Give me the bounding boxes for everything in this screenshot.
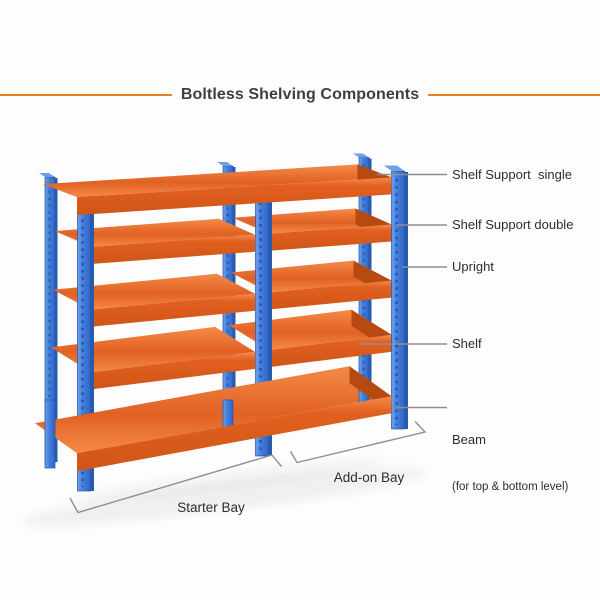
upright-front-right xyxy=(384,165,408,430)
label-upright: Upright xyxy=(452,259,494,274)
dimension-brackets xyxy=(69,421,427,514)
title-rule-right xyxy=(428,94,600,96)
shelf-level-4-starter-bay xyxy=(55,218,255,264)
leader-lines xyxy=(358,173,447,409)
shelf-level-4 xyxy=(55,208,392,264)
label-beam-title: Beam xyxy=(452,431,486,447)
label-starter-bay: Starter Bay xyxy=(177,500,245,515)
shelf-level-2 xyxy=(51,309,392,390)
page-title: Boltless Shelving Components xyxy=(180,86,420,103)
label-beam-note: (for top & bottom level) xyxy=(452,480,569,493)
shelf-level-5-top-beam xyxy=(43,164,392,216)
starter-bay-bracket xyxy=(69,454,283,514)
shelf-level-4-addon-bay xyxy=(233,208,392,251)
label-shelf-support-double: Shelf Support double xyxy=(452,217,574,232)
addon-bay-bracket xyxy=(289,421,427,464)
label-shelf-support-single: Shelf Support single xyxy=(452,166,572,182)
title-bar: Boltless Shelving Components xyxy=(0,85,600,105)
shelf-level-2-starter-bay xyxy=(51,326,255,390)
label-shelf: Shelf xyxy=(452,336,482,351)
label-beam: Beam (for top & bottom level) xyxy=(452,400,568,526)
title-rule-left xyxy=(0,94,172,96)
shelf-level-3-starter-bay xyxy=(53,273,255,327)
shelf-level-1-bottom-beam xyxy=(35,366,392,472)
label-addon-bay: Add-on Bay xyxy=(333,469,405,485)
